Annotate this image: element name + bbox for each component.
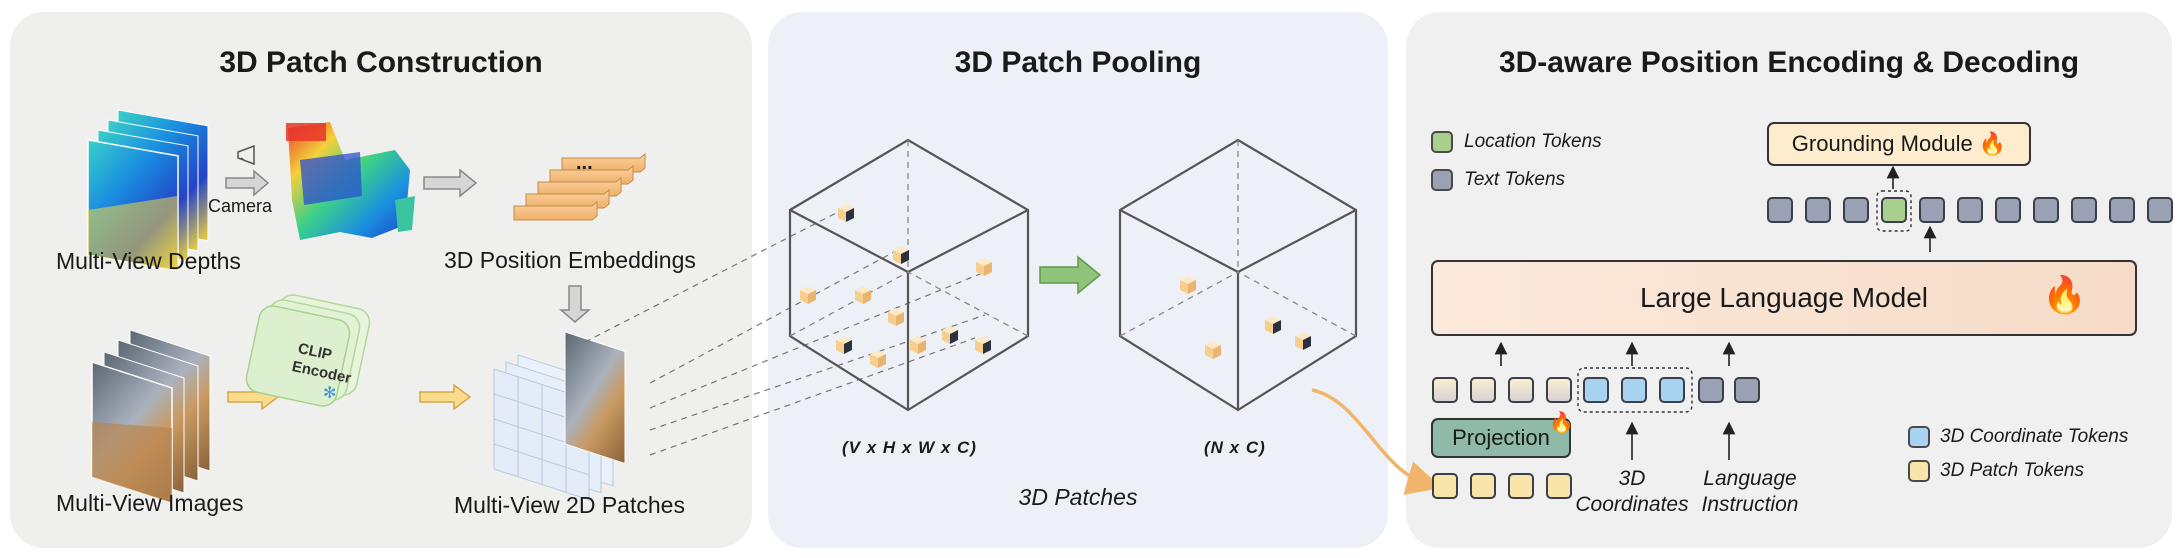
text-token — [1698, 377, 1724, 403]
pooling-title: 3D Patch Pooling — [954, 46, 1202, 79]
3d-patches-label: 3D Patches — [1018, 484, 1138, 510]
camera-label: Camera — [208, 196, 273, 216]
cube-before-pooling — [788, 138, 1030, 412]
text-token — [2147, 197, 2173, 223]
patch-cube — [836, 336, 852, 354]
grounding-module-box: Grounding Module 🔥 — [1767, 122, 2031, 166]
position-embeddings-label: 3D Position Embeddings — [444, 247, 696, 273]
llm-label: Large Language Model — [1639, 282, 1928, 313]
legend-text-swatch — [1431, 169, 1453, 191]
dims-after: (N x C) — [1204, 438, 1266, 457]
pooling-arrow — [1039, 255, 1102, 295]
patch-token — [1546, 473, 1572, 499]
multi-view-images-stack — [91, 329, 211, 504]
text-token — [1767, 197, 1793, 223]
text-token — [1843, 197, 1869, 223]
projection-flame-icon: 🔥 — [1549, 412, 1574, 434]
arrow-camera — [225, 169, 270, 197]
grounding-module-label: Grounding Module — [1791, 131, 1973, 156]
patch-token — [1432, 377, 1458, 403]
text-token — [2033, 197, 2059, 223]
text-token — [2109, 197, 2135, 223]
arrow-to-embeddings — [423, 168, 478, 198]
patch-token — [1508, 377, 1534, 403]
language-label-line1: Language — [1703, 467, 1797, 490]
legend-coord-swatch — [1908, 426, 1930, 448]
location-token — [1881, 197, 1907, 223]
language-label: Language Instruction — [1690, 466, 1810, 518]
snowflake-icon: ✻ — [323, 383, 336, 402]
text-token — [1995, 197, 2021, 223]
arrow-clip-to-patches — [419, 383, 472, 411]
patch-token — [1470, 377, 1496, 403]
patch-cube — [838, 204, 854, 222]
coords-label: 3D Coordinates — [1572, 466, 1692, 518]
patch-cube — [1265, 316, 1281, 334]
patch-cube — [855, 286, 871, 304]
patch-token — [1470, 473, 1496, 499]
patch-grids — [493, 331, 626, 501]
point-cloud-image — [286, 122, 415, 240]
patch-token — [1546, 377, 1572, 403]
clip-encoder-block: ✻ — [245, 294, 371, 407]
text-token — [1919, 197, 1945, 223]
patch-cube — [888, 308, 904, 326]
panel3-arrows — [1494, 165, 1937, 460]
patch-token — [1508, 473, 1534, 499]
cube-after-pooling — [1118, 138, 1358, 412]
language-label-line2: Instruction — [1701, 493, 1799, 516]
legend-patch-label: 3D Patch Tokens — [1940, 460, 2084, 481]
patch-cube — [976, 258, 992, 276]
depths-label: Multi-View Depths — [56, 248, 241, 274]
patch-cube — [1180, 276, 1196, 294]
coord-token — [1621, 377, 1647, 403]
projection-box: Projection — [1431, 418, 1571, 458]
text-token — [1805, 197, 1831, 223]
patch-cube — [1295, 332, 1311, 350]
patch-cube — [870, 350, 886, 368]
legend-coord-label: 3D Coordinate Tokens — [1940, 426, 2129, 447]
projection-label: Projection — [1452, 425, 1550, 450]
patch-cube — [893, 246, 909, 264]
patch-to-cube-dashes — [584, 209, 986, 456]
coords-label-line2: Coordinates — [1575, 493, 1689, 516]
legend-text-label: Text Tokens — [1464, 169, 1566, 190]
coord-token — [1659, 377, 1685, 403]
projection-flow-arrow — [1311, 388, 1442, 495]
patch-cube — [910, 336, 926, 354]
patch-cube — [975, 336, 991, 354]
coords-label-line1: 3D — [1618, 467, 1646, 490]
coord-token — [1583, 377, 1609, 403]
patches-label: Multi-View 2D Patches — [454, 492, 685, 518]
patch-cube — [942, 326, 958, 344]
patch-cube — [800, 286, 816, 304]
patch-cube — [1205, 341, 1221, 359]
embedding-ellipsis: ... — [576, 152, 593, 174]
patch-cubes — [800, 204, 1311, 368]
legend-location-label: Location Tokens — [1464, 131, 1602, 152]
arrow-down-to-patches — [558, 285, 592, 323]
text-token — [2071, 197, 2097, 223]
images-label: Multi-View Images — [56, 490, 244, 516]
dims-before: (V x H x W x C) — [842, 438, 977, 457]
patch-token — [1432, 473, 1458, 499]
camera-icon — [237, 144, 255, 166]
selection-outlines — [1577, 190, 1912, 413]
llm-box: Large Language Model — [1431, 260, 2137, 336]
position-embedding-bars — [513, 152, 646, 221]
llm-flame-icon: 🔥 — [2042, 274, 2087, 315]
construction-title: 3D Patch Construction — [219, 46, 543, 79]
text-token — [1957, 197, 1983, 223]
flame-icon: 🔥 — [1978, 131, 2007, 156]
encoding-title: 3D-aware Position Encoding & Decoding — [1498, 46, 2080, 79]
legend-location-swatch — [1431, 131, 1453, 153]
legend-patch-swatch — [1908, 460, 1930, 482]
depth-maps-stack — [87, 109, 209, 272]
text-token — [1734, 377, 1760, 403]
